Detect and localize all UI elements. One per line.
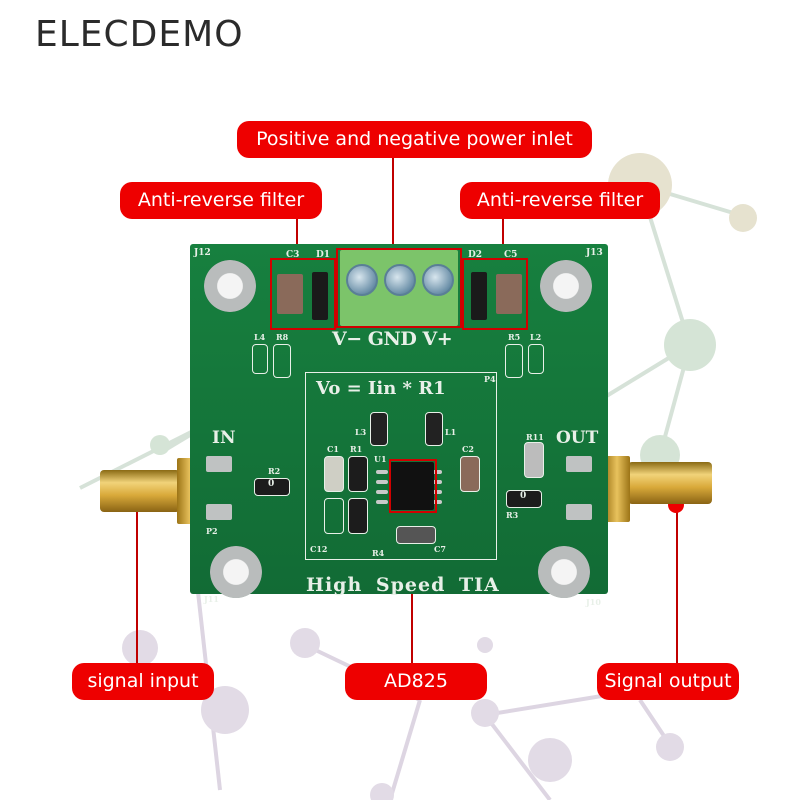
circuit-outline xyxy=(305,372,497,560)
capacitor-c12 xyxy=(324,498,344,534)
leader-line-signal-input xyxy=(136,500,138,663)
sma-connector-output xyxy=(628,462,712,504)
refdes-c1: C1 xyxy=(327,444,339,454)
callout-chip: AD825 xyxy=(345,663,487,700)
refdes-r8: R8 xyxy=(276,332,289,342)
highlight-box-filter-left xyxy=(270,258,336,330)
refdes-j11: J11 xyxy=(204,594,219,604)
refdes-c7: C7 xyxy=(434,544,446,554)
refdes-r4: R4 xyxy=(372,548,385,558)
resistor-r11 xyxy=(524,442,544,478)
resistor-r3 xyxy=(506,490,542,508)
capacitor-c2 xyxy=(460,456,480,492)
highlight-box-filter-right xyxy=(462,258,528,330)
board-title: High Speed TIA xyxy=(306,574,500,596)
refdes-j10: J10 xyxy=(586,597,601,607)
chip-pin xyxy=(376,490,388,494)
highlight-box-power-inlet xyxy=(336,248,462,328)
refdes-d1: D1 xyxy=(316,250,331,260)
input-pad-top xyxy=(206,456,232,472)
input-pad-bottom xyxy=(206,504,232,520)
resistor-r2-marking: 0 xyxy=(268,479,275,489)
resistor-r5 xyxy=(505,344,523,378)
refdes-r5: R5 xyxy=(508,332,521,342)
refdes-c5: C5 xyxy=(504,250,518,260)
chip-pin xyxy=(376,470,388,474)
brand-logo: ELECDEMO xyxy=(35,14,244,55)
inductor-l2 xyxy=(528,344,544,374)
callout-filter-right: Anti-reverse filter xyxy=(460,182,660,219)
callout-signal-input: signal input xyxy=(72,663,214,700)
output-port-label: OUT xyxy=(556,428,599,448)
inductor-l4 xyxy=(252,344,268,374)
leader-line-filter-right xyxy=(502,219,504,255)
output-pad-top xyxy=(566,456,592,472)
refdes-c12: C12 xyxy=(310,544,328,554)
capacitor-c3 xyxy=(277,274,303,314)
output-pad-bottom xyxy=(566,504,592,520)
power-terminal-block xyxy=(340,250,458,326)
refdes-j12: J12 xyxy=(194,248,211,258)
resistor-r1 xyxy=(348,456,368,492)
resistor-r3-marking: 0 xyxy=(520,491,527,501)
refdes-r1: R1 xyxy=(350,444,363,454)
mounting-hole-j12 xyxy=(204,260,256,312)
refdes-l3: L3 xyxy=(355,427,367,437)
callout-power-inlet: Positive and negative power inlet xyxy=(237,121,592,158)
diode-d1 xyxy=(312,272,328,320)
resistor-r4 xyxy=(348,498,368,534)
transfer-formula: Vo = Iin * R1 xyxy=(316,378,446,399)
screw-v-plus[interactable] xyxy=(422,264,454,296)
capacitor-c5 xyxy=(496,274,522,314)
capacitor-c1 xyxy=(324,456,344,492)
chip-pin xyxy=(376,480,388,484)
resistor-r8 xyxy=(273,344,291,378)
ad825-chip xyxy=(390,462,434,510)
leader-line-power-inlet xyxy=(392,158,394,250)
refdes-p2: P2 xyxy=(206,526,218,536)
inductor-l1 xyxy=(425,412,443,446)
leader-line-filter-left xyxy=(296,219,298,255)
refdes-c2: C2 xyxy=(462,444,474,454)
refdes-l1: L1 xyxy=(445,427,457,437)
refdes-l4: L4 xyxy=(254,332,266,342)
refdes-u1: U1 xyxy=(374,454,387,464)
callout-signal-output: Signal output xyxy=(597,663,739,700)
screw-gnd[interactable] xyxy=(384,264,416,296)
mounting-hole-j10 xyxy=(538,546,590,598)
leader-line-signal-output xyxy=(676,505,678,663)
inductor-l3 xyxy=(370,412,388,446)
refdes-r11: R11 xyxy=(526,432,544,442)
refdes-r2: R2 xyxy=(268,466,281,476)
terminal-polarity-label: V− GND V+ xyxy=(332,328,453,350)
chip-pin xyxy=(376,500,388,504)
diode-d2 xyxy=(471,272,487,320)
refdes-c3: C3 xyxy=(286,250,300,260)
mounting-hole-j11 xyxy=(210,546,262,598)
mounting-hole-j13 xyxy=(540,260,592,312)
screw-v-minus[interactable] xyxy=(346,264,378,296)
highlight-box-chip xyxy=(389,459,437,513)
resistor-r2 xyxy=(254,478,290,496)
sma-connector-input xyxy=(100,470,180,512)
input-port-label: IN xyxy=(212,428,236,448)
refdes-r3: R3 xyxy=(506,510,519,520)
refdes-p4: P4 xyxy=(484,374,496,384)
refdes-j13: J13 xyxy=(586,248,603,258)
callout-filter-left: Anti-reverse filter xyxy=(120,182,322,219)
refdes-l2: L2 xyxy=(530,332,542,342)
sma-flange-output xyxy=(604,456,630,522)
capacitor-c7 xyxy=(396,526,436,544)
refdes-d2: D2 xyxy=(468,250,483,260)
